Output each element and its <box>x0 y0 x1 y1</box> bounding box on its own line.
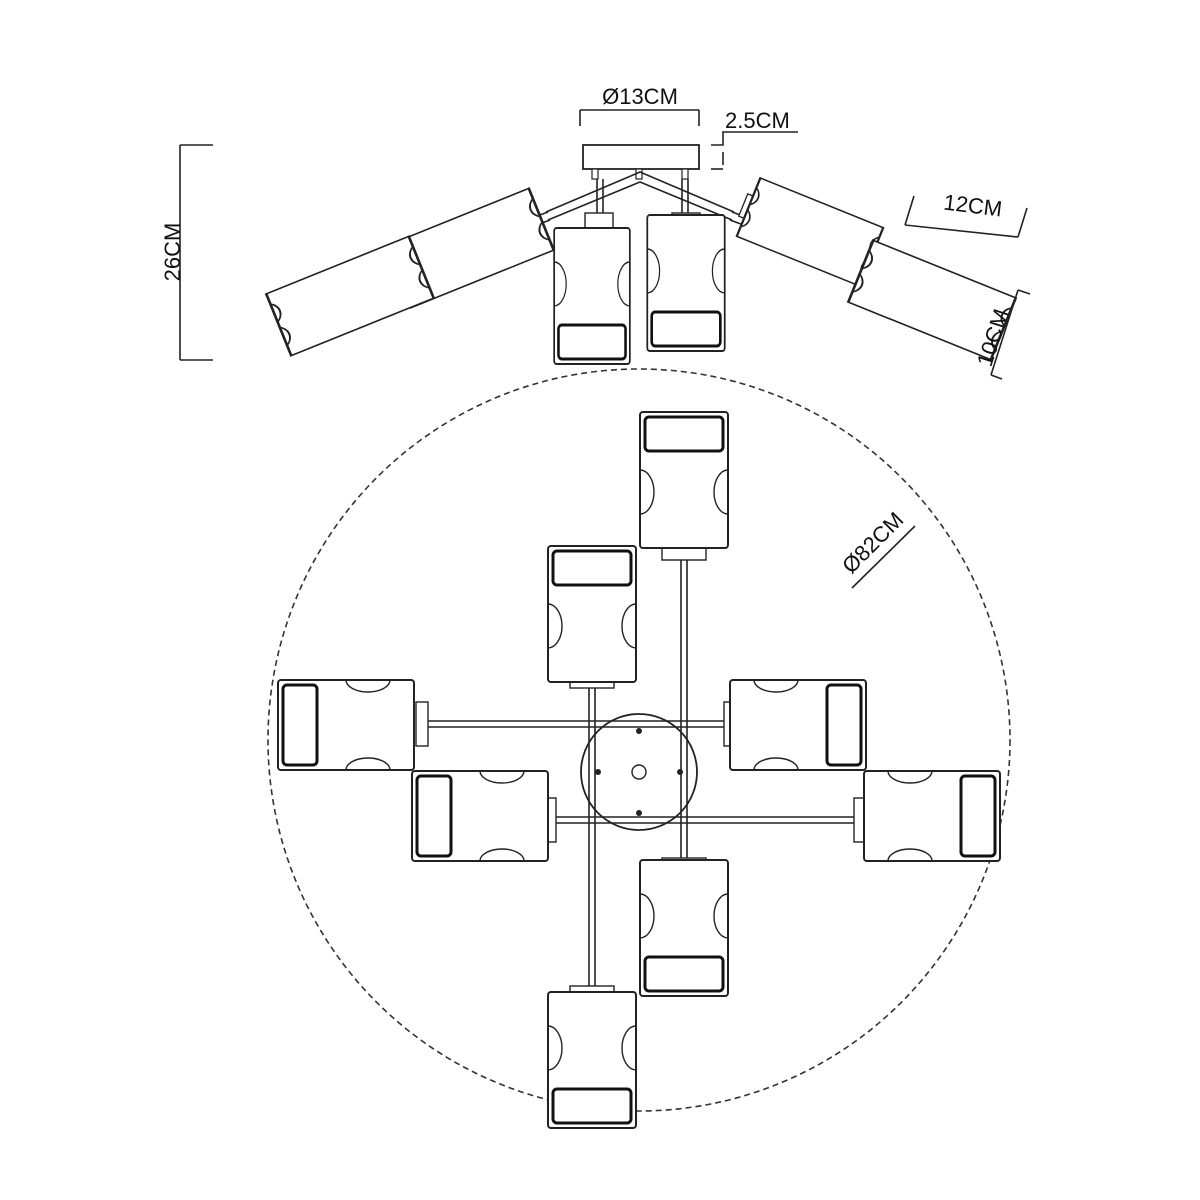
canopy-height-label: 2.5CM <box>725 108 790 133</box>
shade-bottom <box>546 990 638 1130</box>
side-dimension-lines <box>179 109 1031 380</box>
shade-top <box>638 410 730 550</box>
shade-lower-left <box>410 769 550 863</box>
shade-left <box>276 678 416 772</box>
canopy-diameter-label: Ø13CM <box>602 84 678 109</box>
plan-view <box>267 368 1011 1130</box>
shade-right <box>728 678 868 772</box>
shade-upper-left <box>546 544 638 684</box>
total-height-label: 26CM <box>160 223 185 282</box>
shade-length-label: 12CM <box>942 190 1003 222</box>
side-elevation <box>265 144 1017 366</box>
canopy <box>582 144 700 170</box>
overall-diameter-circle <box>267 368 1011 1112</box>
shade-lower-middle <box>638 858 730 998</box>
shade-lower-right <box>862 769 1002 863</box>
